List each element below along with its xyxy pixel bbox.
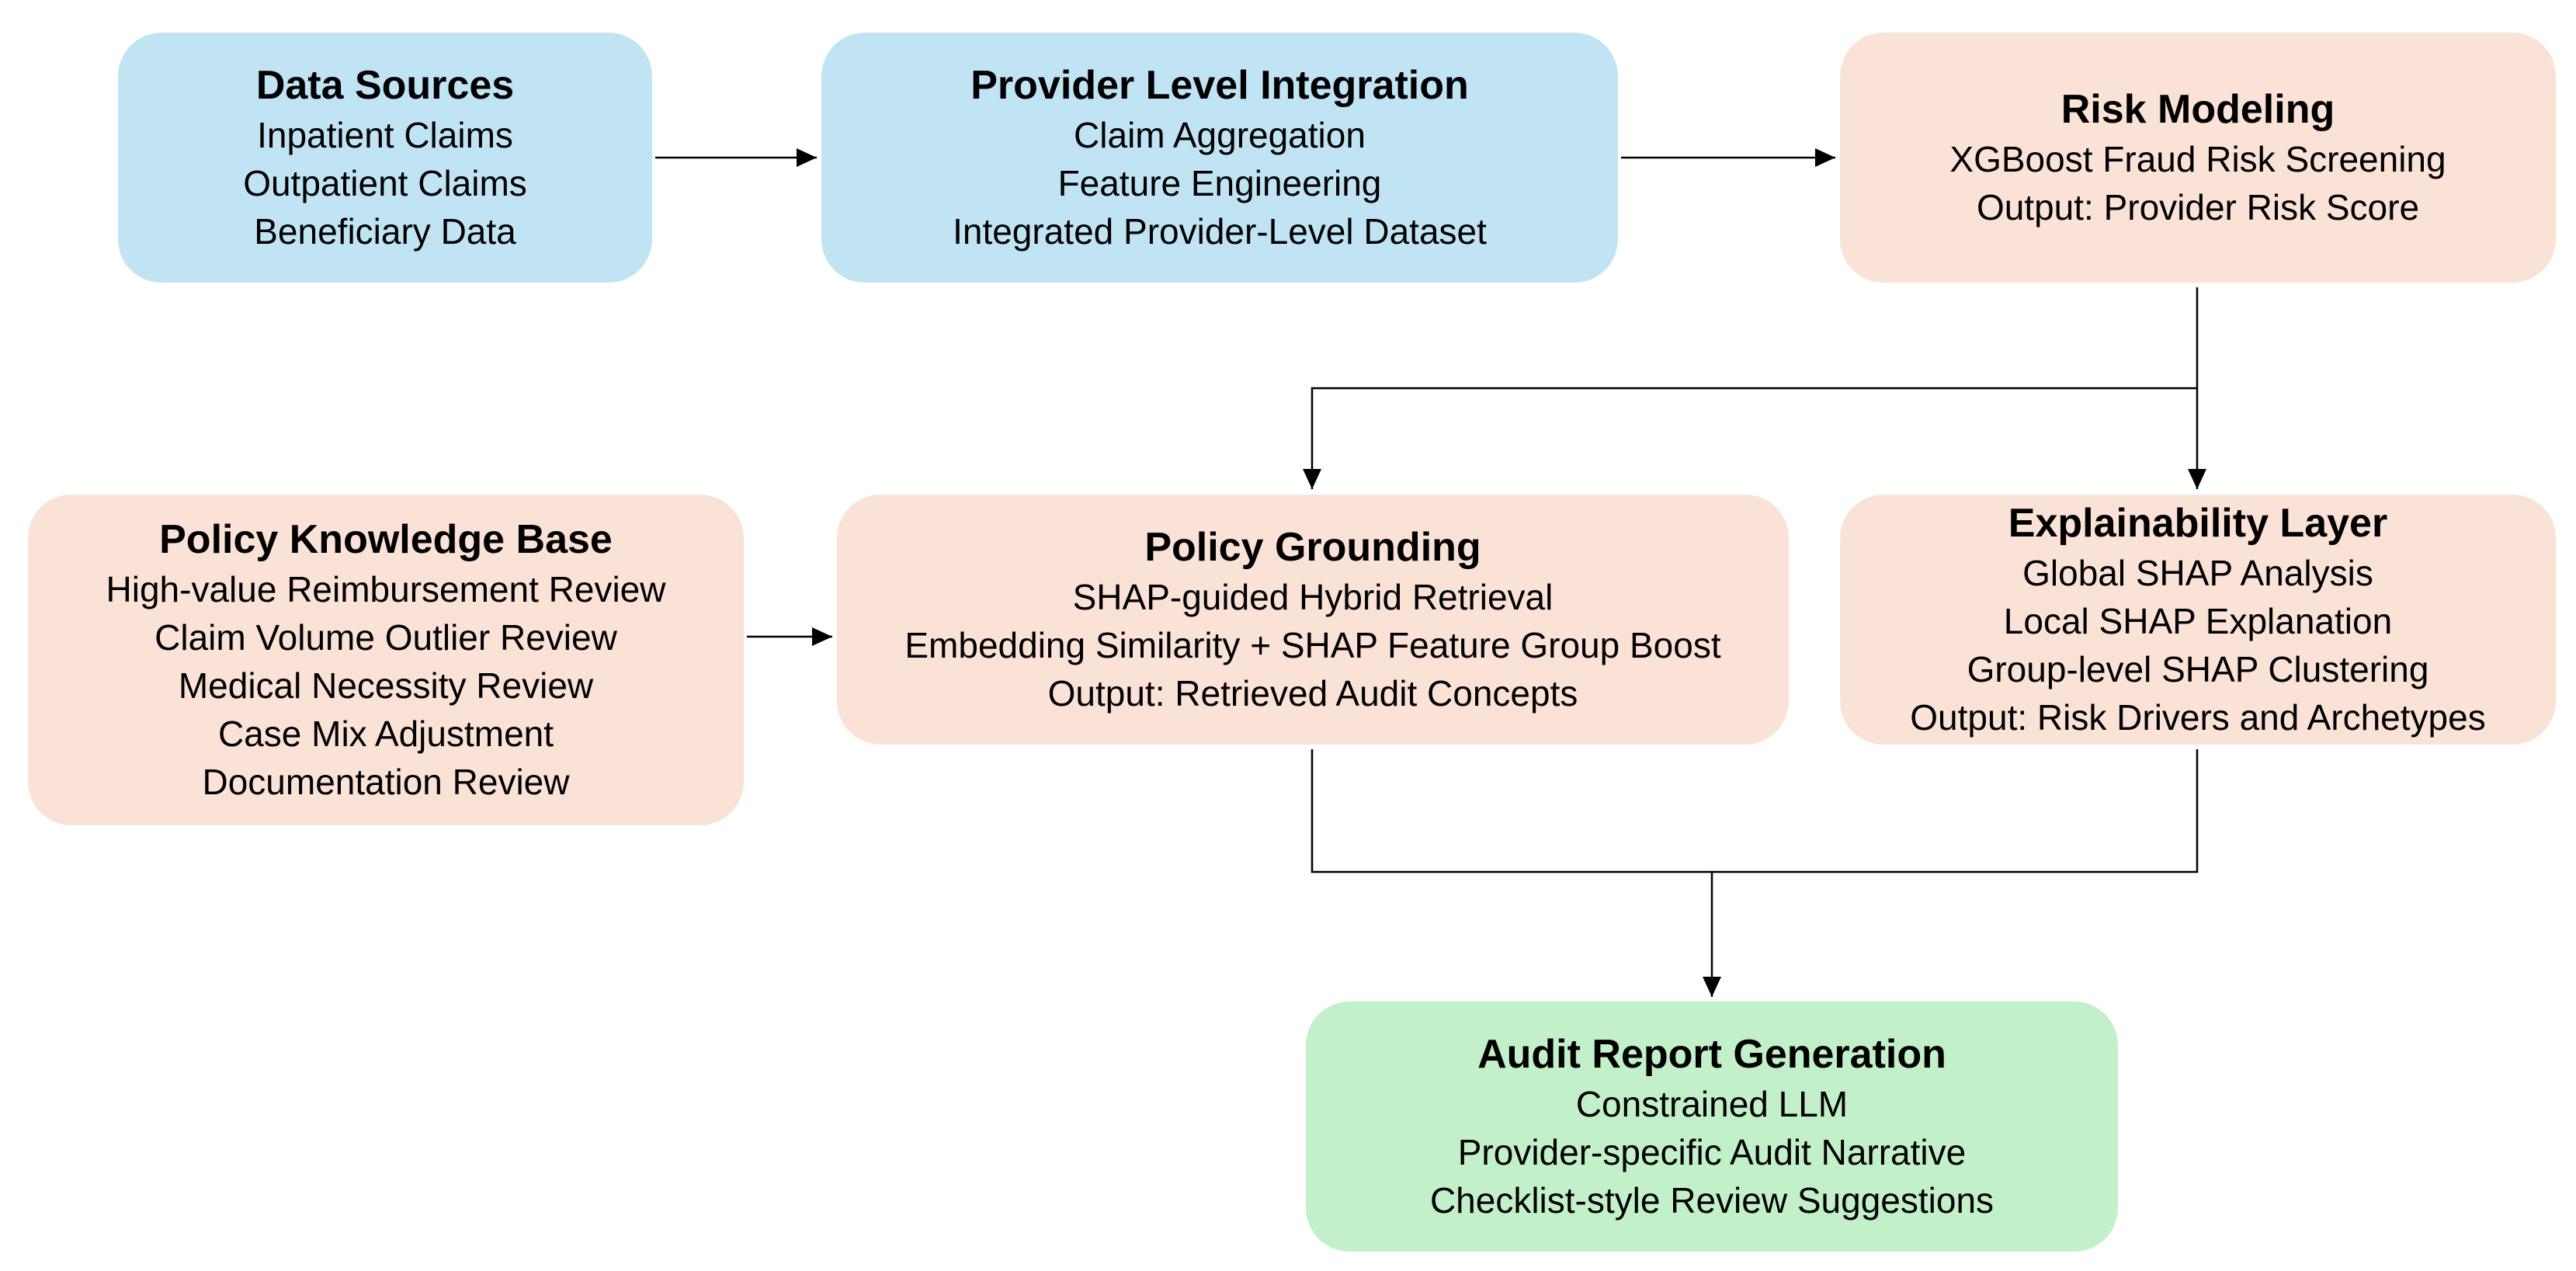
node-line: Claim Aggregation	[1074, 115, 1366, 155]
node-line: Beneficiary Data	[254, 211, 516, 252]
edge-risk-modeling-to-policy-grounding	[1303, 287, 2199, 489]
node-title: Policy Grounding	[1144, 525, 1481, 570]
node-line: Constrained LLM	[1575, 1084, 1849, 1124]
node-line: Case Mix Adjustment	[217, 714, 554, 754]
node-line: Outpatient Claims	[243, 163, 527, 203]
node-audit-report-generation: Audit Report Generation Constrained LLM P…	[1306, 1002, 2118, 1252]
node-line: High-value Reimbursement Review	[106, 569, 666, 609]
node-policy-knowledge-base: Policy Knowledge Base High-value Reimbur…	[28, 495, 744, 825]
node-title: Data Sources	[255, 63, 515, 108]
node-line: Claim Volume Outlier Review	[154, 617, 617, 658]
node-line: Global SHAP Analysis	[2022, 553, 2373, 593]
node-line: Provider-specific Audit Narrative	[1457, 1132, 1967, 1172]
edge-explainability-to-audit-report	[1712, 749, 2199, 873]
node-title: Policy Knowledge Base	[159, 517, 613, 562]
node-line: Output: Risk Drivers and Archetypes	[1910, 697, 2486, 738]
node-lines: Constrained LLM Provider-specific Audit N…	[1430, 1080, 1994, 1224]
node-line: Group-level SHAP Clustering	[1967, 649, 2429, 689]
node-line: Embedding Similarity + SHAP Feature Grou…	[904, 625, 1721, 665]
node-line: XGBoost Fraud Risk Screening	[1949, 139, 2446, 179]
node-risk-modeling: Risk Modeling XGBoost Fraud Risk Screeni…	[1840, 33, 2556, 283]
node-line: Feature Engineering	[1057, 163, 1382, 203]
node-provider-integration: Provider Level Integration Claim Aggrega…	[821, 33, 1618, 283]
node-line: Output: Retrieved Audit Concepts	[1047, 673, 1578, 714]
node-policy-grounding: Policy Grounding SHAP-guided Hybrid Retr…	[837, 495, 1789, 745]
node-line: Output: Provider Risk Score	[1976, 187, 2420, 227]
node-line: SHAP-guided Hybrid Retrieval	[1072, 577, 1554, 617]
edge-policy-grounding-to-audit-report	[1311, 749, 1721, 997]
node-title: Provider Level Integration	[970, 63, 1469, 108]
node-title: Risk Modeling	[2060, 87, 2335, 132]
node-line: Local SHAP Explanation	[2003, 601, 2393, 641]
node-line: Integrated Provider-Level Dataset	[953, 211, 1487, 252]
node-title: Audit Report Generation	[1477, 1032, 1946, 1077]
node-explainability-layer: Explainability Layer Global SHAP Analysi…	[1840, 495, 2556, 745]
node-line: Checklist-style Review Suggestions	[1429, 1180, 1994, 1221]
node-line: Medical Necessity Review	[178, 665, 594, 706]
node-line: Inpatient Claims	[257, 115, 513, 155]
node-title: Explainability Layer	[2008, 501, 2388, 546]
node-line: Documentation Review	[202, 762, 570, 802]
